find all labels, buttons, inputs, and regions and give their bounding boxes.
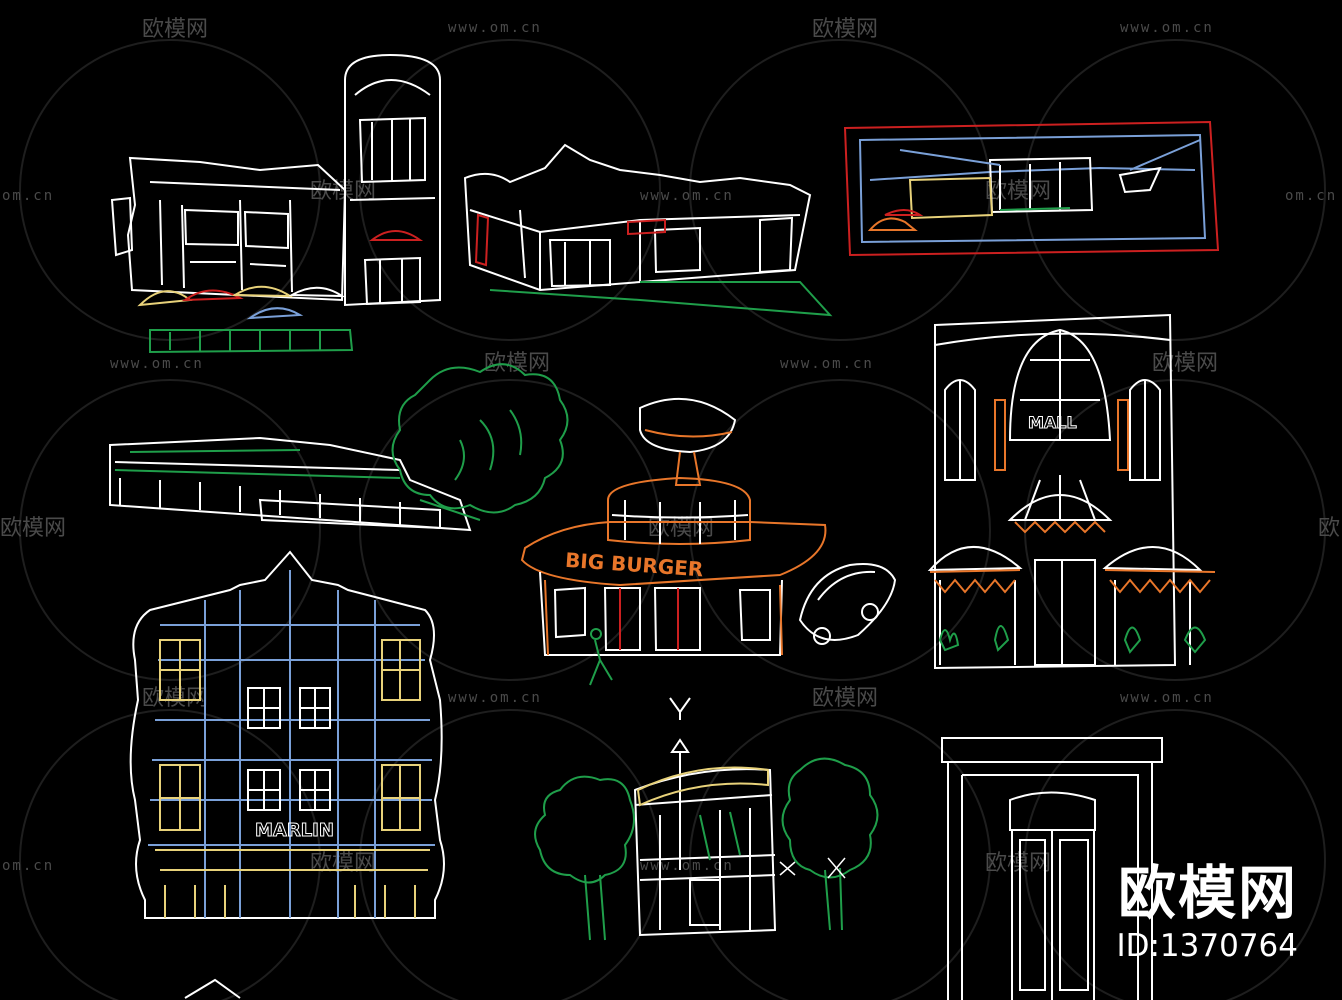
burger-car bbox=[798, 563, 897, 645]
corner-shop-lawn bbox=[489, 281, 833, 317]
watermark-url: om.cn bbox=[2, 858, 54, 874]
marlin-sign: MARLIN bbox=[255, 820, 334, 841]
watermark-logo-text: 欧模网 bbox=[1152, 351, 1218, 376]
building-long-low bbox=[109, 436, 472, 532]
watermark-logo-text: 欧模网 bbox=[985, 851, 1051, 876]
big-burger-sign: BIG BURGER bbox=[564, 548, 704, 582]
kiosk-accents bbox=[636, 766, 769, 861]
watermark-url: www.om.cn bbox=[640, 858, 734, 874]
watermark-logo-text: 欧模网 bbox=[812, 17, 878, 42]
watermark-logo-text: 欧模网 bbox=[0, 516, 66, 541]
watermark-logo-text: 欧模网 bbox=[484, 351, 550, 376]
watermark-logo-text: 欧模网 bbox=[142, 686, 208, 711]
building-kiosk bbox=[633, 697, 777, 937]
watermark-logo-text: 欧模网 bbox=[310, 851, 376, 876]
watermark-circles bbox=[19, 39, 1326, 1000]
building-doorway bbox=[941, 737, 1163, 1000]
watermark-url: www.om.cn bbox=[110, 356, 204, 372]
watermark-url: www.om.cn bbox=[780, 356, 874, 372]
watermark-layer: 欧模网 www.om.cn 欧模网 www.om.cn om.cn 欧模网 ww… bbox=[0, 17, 1340, 1000]
kiosk-x-marks bbox=[779, 857, 846, 879]
brand-block: 欧模网 ID:1370764 bbox=[1116, 862, 1298, 966]
mall-plants bbox=[938, 625, 1207, 654]
watermark-logo-text: 欧模网 bbox=[648, 516, 714, 541]
storefront-fence bbox=[149, 329, 354, 354]
brand-name: 欧模网 bbox=[1117, 859, 1298, 927]
building-partial-roof bbox=[184, 978, 241, 999]
building-marlin-hotel: MARLIN bbox=[129, 550, 445, 919]
watermark-logo-text: 欧模网 bbox=[985, 179, 1051, 204]
watermark-url: om.cn bbox=[2, 188, 54, 204]
watermark-url: www.om.cn bbox=[1120, 690, 1214, 706]
building-corner-shop bbox=[463, 143, 812, 292]
corner-shop-accents bbox=[474, 213, 666, 267]
long-low-accents bbox=[114, 449, 401, 479]
watermark-url: www.om.cn bbox=[1120, 20, 1214, 36]
mall-sign: MALL bbox=[1028, 413, 1077, 432]
street-panorama bbox=[843, 120, 1220, 257]
watermark-url: om.cn bbox=[1285, 188, 1337, 204]
watermark-logo-text: 欧 bbox=[1318, 516, 1340, 541]
building-mall: MALL bbox=[927, 313, 1203, 670]
watermark-logo-text: 欧模网 bbox=[812, 686, 878, 711]
tree-large bbox=[391, 363, 569, 521]
mall-awning-trim bbox=[929, 399, 1216, 594]
watermark-url: www.om.cn bbox=[640, 188, 734, 204]
building-storefront-tower bbox=[110, 53, 441, 307]
burger-person bbox=[589, 628, 613, 686]
watermark-url: www.om.cn bbox=[448, 20, 542, 36]
storefront-umbrellas bbox=[137, 230, 424, 320]
brand-id: ID:1370764 bbox=[1116, 928, 1298, 964]
kiosk-trees bbox=[534, 757, 879, 941]
watermark-logo-text: 欧模网 bbox=[142, 17, 208, 42]
watermark-url: www.om.cn bbox=[448, 690, 542, 706]
